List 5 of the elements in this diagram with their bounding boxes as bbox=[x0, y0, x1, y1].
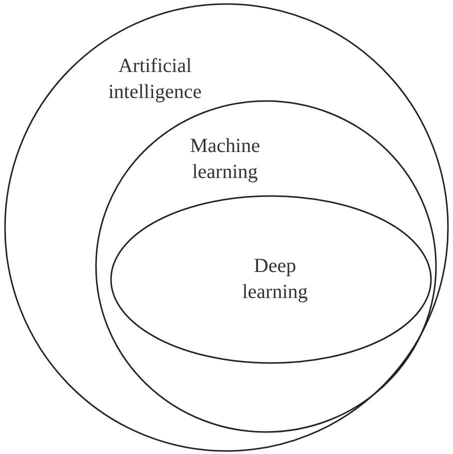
region-label: Machine learning bbox=[189, 134, 261, 185]
region-label: Deep learning bbox=[241, 254, 309, 305]
ellipse-region bbox=[110, 195, 432, 364]
ellipse-region bbox=[4, 3, 449, 452]
region-label: Artificial intelligence bbox=[107, 54, 203, 105]
